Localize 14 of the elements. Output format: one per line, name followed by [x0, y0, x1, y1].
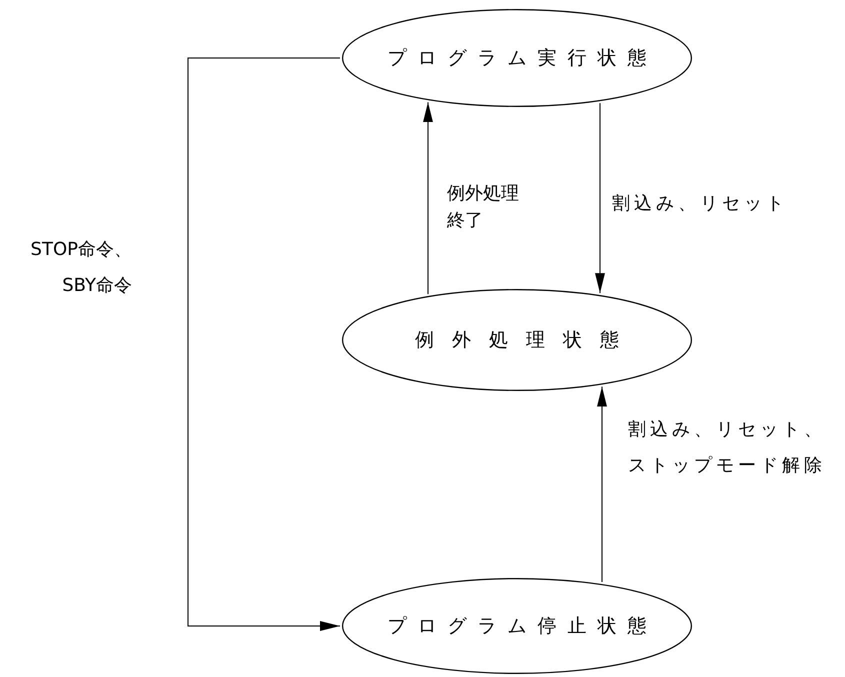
state-label: プログラム実行状態: [386, 46, 658, 71]
edge-label: STOP命令、SBY命令: [30, 238, 132, 298]
state-ellipse: [342, 9, 692, 107]
edge-label: 割込み、リセット、ストップモード解除: [628, 418, 827, 478]
edge-label: 割込み、リセット: [612, 192, 789, 216]
state-label: 例外処理状態: [414, 328, 638, 353]
arrow: [188, 58, 340, 631]
state-ellipse: [342, 289, 692, 391]
arrow: [597, 386, 607, 583]
edge-label: 例外処理終了: [447, 182, 520, 233]
arrow: [595, 102, 605, 294]
arrow: [423, 102, 433, 295]
state-label: プログラム停止状態: [386, 614, 658, 639]
state-ellipse: [342, 578, 692, 674]
